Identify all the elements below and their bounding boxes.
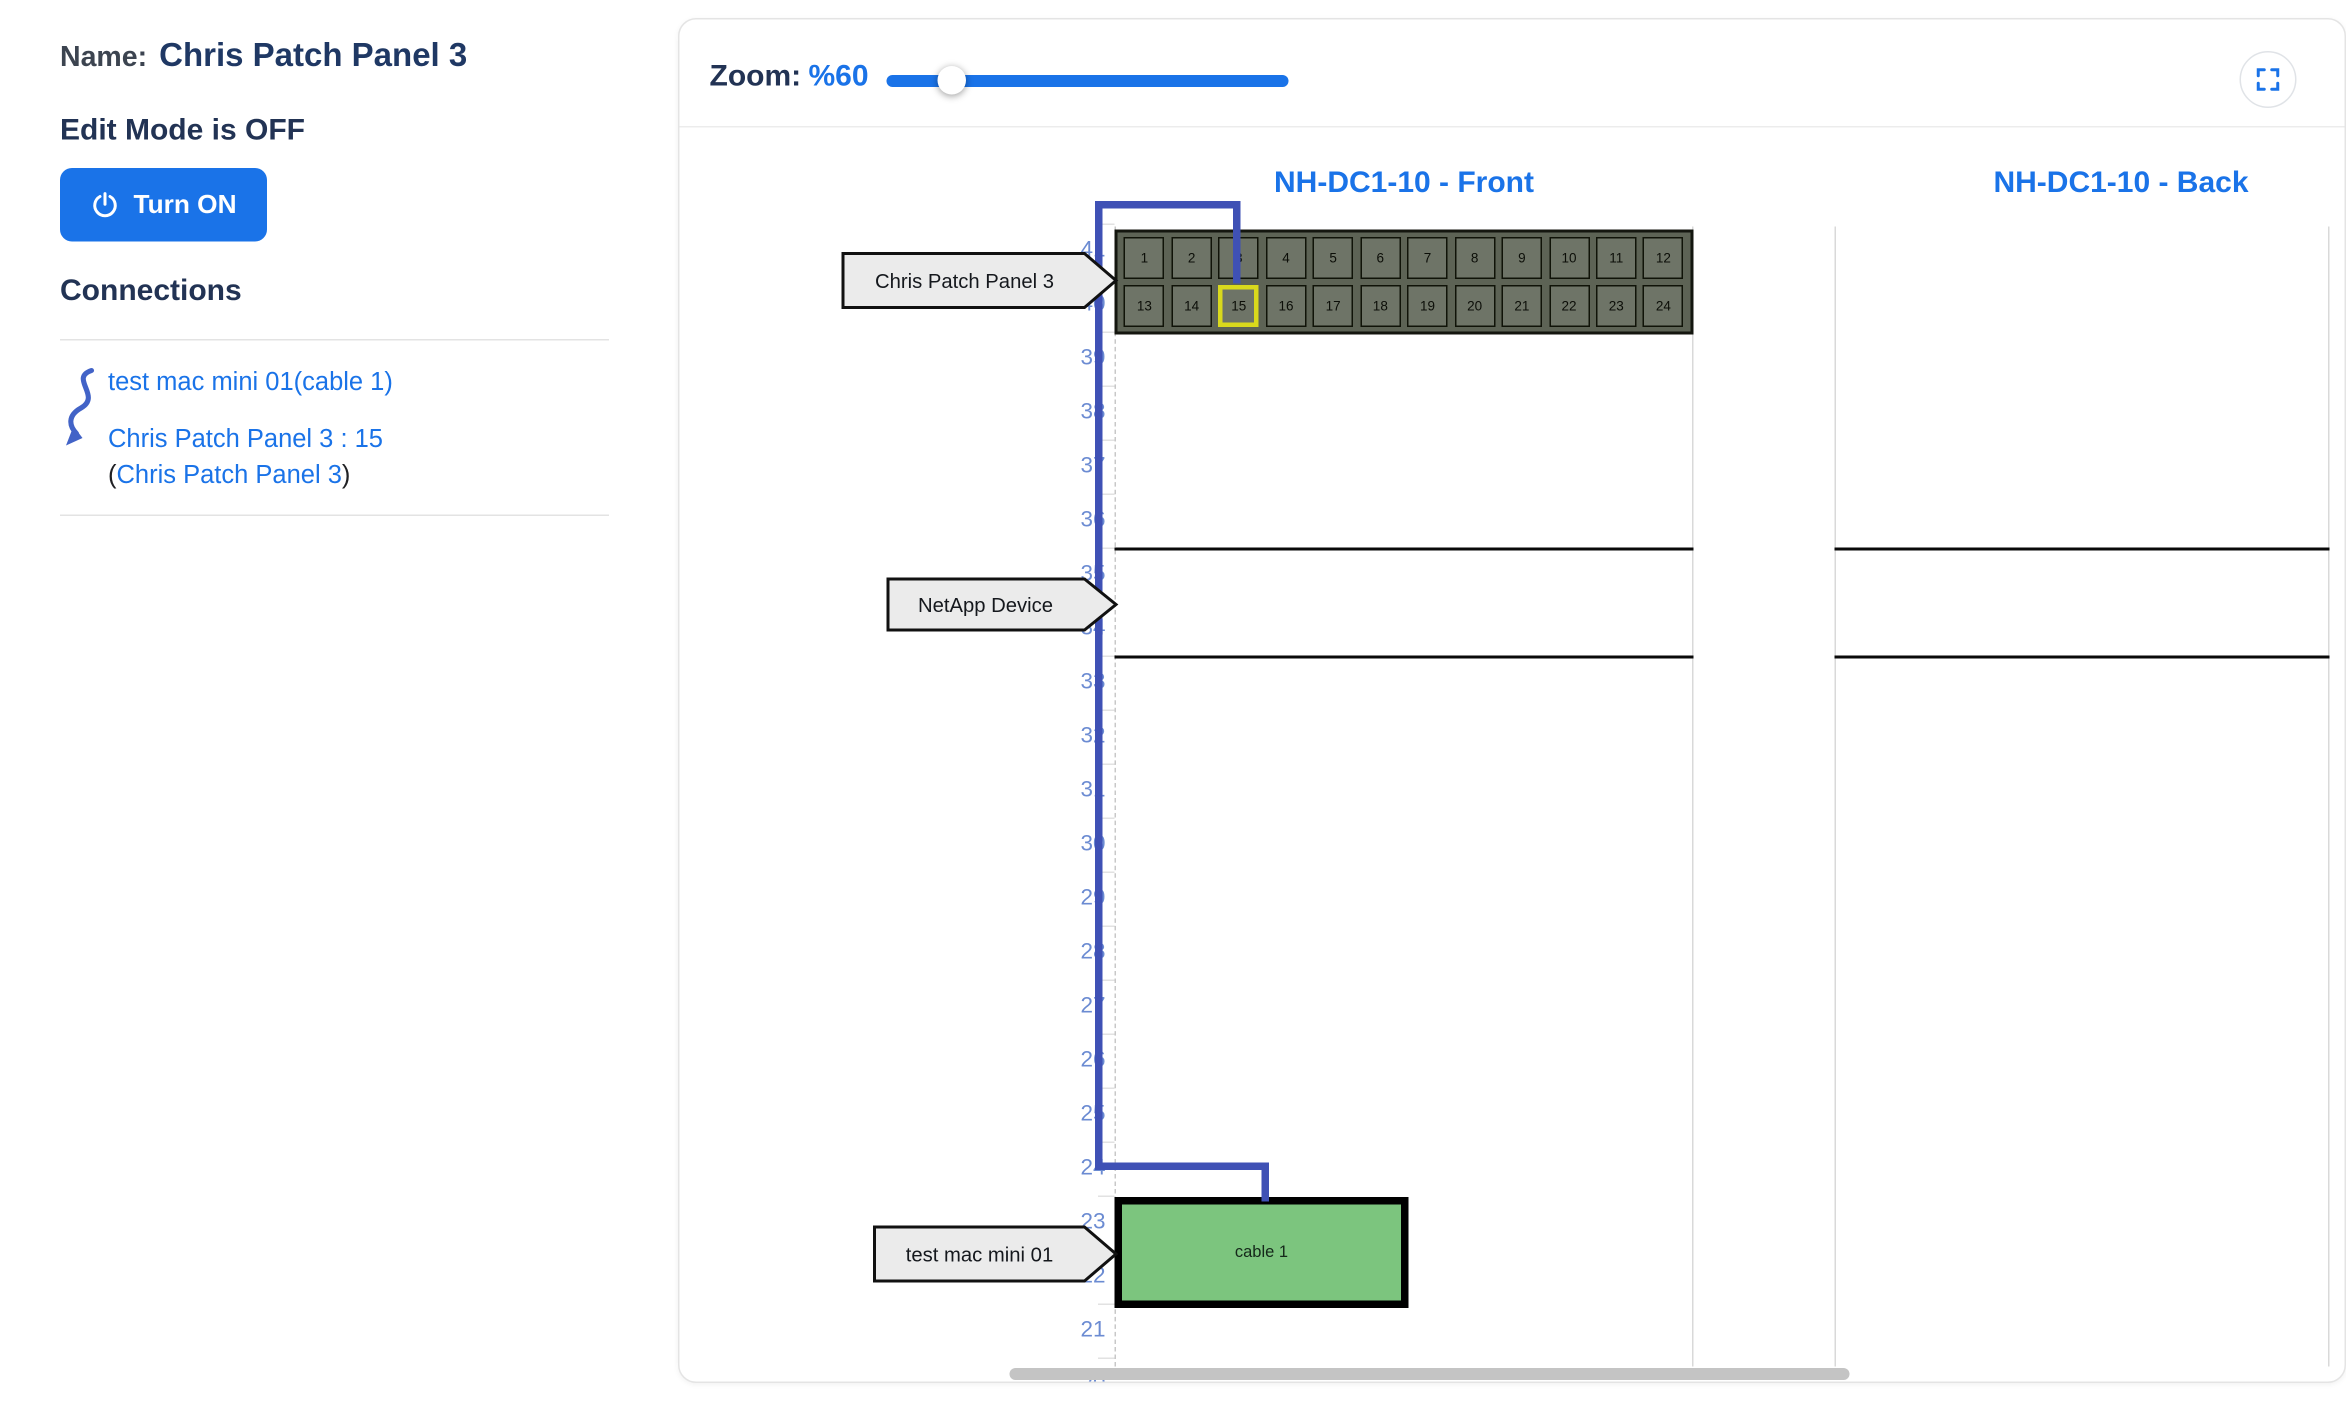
port-19[interactable]: 19 <box>1407 284 1448 327</box>
rack-unit-tick <box>1098 1303 1115 1305</box>
connections-title: Connections <box>60 274 242 308</box>
device-test-mac-mini[interactable]: cable 1 <box>1114 1197 1409 1308</box>
front-device-boundary-top <box>1114 547 1694 551</box>
port-9[interactable]: 9 <box>1501 237 1543 280</box>
connection-line-3: (Chris Patch Panel 3) <box>108 458 393 494</box>
port-24[interactable]: 24 <box>1643 284 1684 327</box>
callout-netapp-device-label: NetApp Device <box>918 595 1053 617</box>
rack-unit-tick <box>1098 1195 1115 1197</box>
port-21[interactable]: 21 <box>1501 284 1543 327</box>
turn-on-button[interactable]: Turn ON <box>60 168 267 242</box>
port-row-1: 123456789101112 <box>1118 237 1691 280</box>
zoom-slider[interactable] <box>886 66 1289 95</box>
sidebar: Name: Chris Patch Panel 3 Edit Mode is O… <box>0 0 660 1403</box>
power-icon <box>93 191 117 217</box>
callout-test-mac-mini-label: test mac mini 01 <box>906 1245 1053 1267</box>
device-name: Chris Patch Panel 3 <box>159 36 468 74</box>
zoom-label: Zoom: <box>709 60 802 93</box>
rack-front <box>1114 226 1694 1367</box>
rack-back <box>1834 226 2330 1367</box>
rack-view-card: Zoom: %60 NH-DC1-10 - Front NH-DC1-10 - … <box>678 18 2346 1383</box>
front-rack-title: NH-DC1-10 - Front <box>1273 166 1535 200</box>
callout-netapp-device[interactable]: NetApp Device <box>886 577 1119 632</box>
callout-chris-patch-panel[interactable]: Chris Patch Panel 3 <box>841 252 1119 309</box>
back-device-boundary-top <box>1834 547 2330 551</box>
back-rack-title: NH-DC1-10 - Back <box>1993 166 2249 200</box>
fullscreen-icon <box>2256 68 2280 91</box>
cable-segment <box>1233 201 1241 284</box>
port-17[interactable]: 17 <box>1312 284 1354 327</box>
port-12[interactable]: 12 <box>1643 237 1684 280</box>
cable-label: cable 1 <box>1234 1243 1289 1262</box>
connection-device-link[interactable]: test mac mini 01 <box>108 367 294 397</box>
divider <box>60 339 609 341</box>
port-1[interactable]: 1 <box>1124 237 1165 280</box>
paren-close: ) <box>341 460 351 490</box>
connection-text: test mac mini 01(cable 1) Chris Patch Pa… <box>108 365 393 494</box>
turn-on-label: Turn ON <box>133 189 237 219</box>
port-18[interactable]: 18 <box>1360 284 1401 327</box>
rack-unit-tick <box>1098 1357 1115 1359</box>
port-22[interactable]: 22 <box>1548 284 1590 327</box>
connection-cable-link[interactable]: (cable 1) <box>293 367 393 397</box>
paren-open: ( <box>108 460 117 490</box>
port-10[interactable]: 10 <box>1548 237 1590 280</box>
device-name-row: Name: Chris Patch Panel 3 <box>60 36 467 75</box>
header-divider <box>679 126 2345 128</box>
connection-item: test mac mini 01(cable 1) Chris Patch Pa… <box>60 365 393 494</box>
port-13[interactable]: 13 <box>1124 284 1165 327</box>
port-5[interactable]: 5 <box>1312 237 1354 280</box>
front-device-boundary-bottom <box>1114 655 1694 659</box>
port-4[interactable]: 4 <box>1265 237 1307 280</box>
cable-icon <box>66 367 95 446</box>
name-label: Name: <box>60 42 148 74</box>
port-2[interactable]: 2 <box>1171 237 1212 280</box>
callout-test-mac-mini[interactable]: test mac mini 01 <box>873 1225 1119 1283</box>
callout-chris-patch-panel-label: Chris Patch Panel 3 <box>875 271 1054 293</box>
port-7[interactable]: 7 <box>1407 237 1448 280</box>
back-device-boundary-bottom <box>1834 655 2330 659</box>
divider <box>60 514 609 516</box>
port-6[interactable]: 6 <box>1360 237 1401 280</box>
zoom-slider-thumb[interactable] <box>937 66 966 95</box>
port-15[interactable]: 15 <box>1218 284 1260 327</box>
connection-parent-link[interactable]: Chris Patch Panel 3 <box>116 460 342 490</box>
edit-mode-status: Edit Mode is OFF <box>60 114 306 147</box>
cable-segment <box>1095 201 1241 209</box>
port-16[interactable]: 16 <box>1265 284 1307 327</box>
horizontal-scrollbar[interactable] <box>1009 1368 1850 1380</box>
rack-unit-label: 21 <box>1080 1317 1106 1343</box>
port-8[interactable]: 8 <box>1454 237 1495 280</box>
fullscreen-button[interactable] <box>2239 51 2297 108</box>
port-23[interactable]: 23 <box>1595 284 1637 327</box>
connection-line-2: Chris Patch Panel 3 : 15 <box>108 422 393 458</box>
port-20[interactable]: 20 <box>1454 284 1495 327</box>
connection-port-link[interactable]: Chris Patch Panel 3 : 15 <box>108 424 383 454</box>
port-14[interactable]: 14 <box>1171 284 1212 327</box>
cable-segment <box>1261 1162 1269 1202</box>
connection-line-1: test mac mini 01(cable 1) <box>108 368 393 398</box>
port-11[interactable]: 11 <box>1595 237 1637 280</box>
cable-segment <box>1095 1162 1269 1170</box>
cable-segment <box>1095 201 1103 1170</box>
zoom-value: %60 <box>808 60 869 93</box>
